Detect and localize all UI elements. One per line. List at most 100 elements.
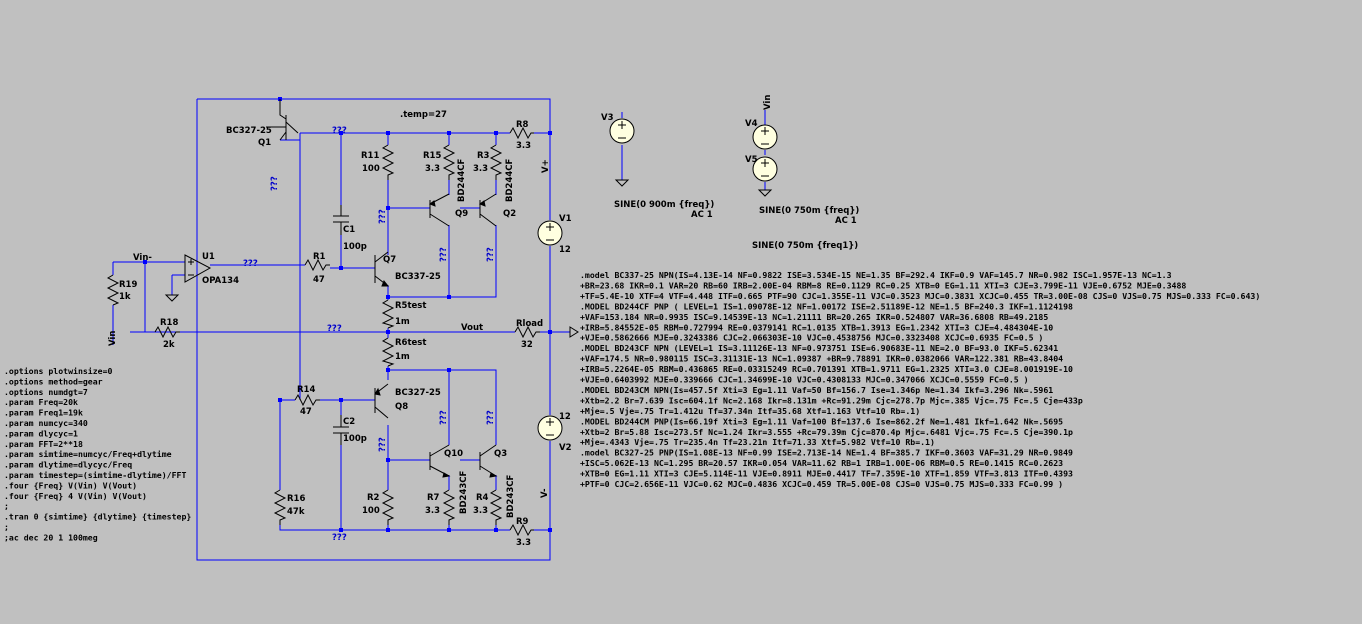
unknown-net-marker: ???	[378, 437, 388, 452]
model-directives: .model BC337-25 NPN(IS=4.13E-14 NF=0.982…	[580, 270, 1260, 489]
resistor-r19[interactable]	[106, 274, 120, 306]
model-line: .model BC327-25 PNP(IS=1.08E-13 NF=0.99 …	[580, 448, 1073, 458]
directive-line: ;ac dec 20 1 100meg	[4, 532, 98, 542]
r8-value: 3.3	[516, 141, 531, 151]
directive-line: .four {Freq} 4 V(Vin) V(Vout)	[4, 491, 147, 501]
directive-line: ;	[4, 501, 9, 511]
q3-label: Q3	[494, 449, 507, 459]
directive-line: .param dlytime=dlycyc/Freq	[4, 460, 132, 470]
transistor-q10[interactable]	[429, 444, 451, 478]
resistor-r5test[interactable]	[381, 299, 395, 329]
directive-line: ;	[4, 522, 9, 532]
q1-label: Q1	[258, 138, 271, 148]
directive-line: .options plotwinsize=0	[4, 366, 113, 376]
r5test-label: R5test	[395, 301, 426, 311]
net-vin-v4: Vin	[763, 95, 773, 110]
v3-value: SINE(0 900m {freq})	[614, 200, 714, 210]
model-line: +VJE=0.6403992 MJE=0.339666 CJC=1.34699E…	[580, 375, 1029, 385]
unknown-net-marker: ???	[486, 247, 496, 262]
transistor-q1[interactable]	[266, 99, 299, 141]
model-line: +IRB=5.2264E-05 RBM=0.436865 RE=0.033152…	[580, 364, 1073, 374]
temp-directive: .temp=27	[400, 110, 447, 120]
capacitor-c1[interactable]	[333, 205, 349, 235]
r5test-value: 1m	[395, 317, 410, 327]
c2-value: 100p	[343, 434, 367, 444]
resistor-r18[interactable]	[154, 325, 180, 339]
resistor-r16[interactable]	[273, 489, 287, 525]
resistor-r4[interactable]	[489, 489, 503, 525]
unknown-net-markers: ??? ??? ??? ??? ??? ??? ??? ??? ??? ??? …	[243, 126, 496, 543]
ground-symbols	[164, 179, 773, 302]
r14-value: 47	[300, 407, 312, 417]
model-line: +PTF=0 CJC=2.656E-11 VJC=0.62 MJC=0.4836…	[580, 479, 1063, 489]
q9-label: Q9	[455, 209, 468, 219]
r9-value: 3.3	[516, 538, 531, 548]
resistor-r14[interactable]	[294, 393, 320, 407]
resistor-r3[interactable]	[489, 144, 503, 180]
r19-label: R19	[119, 280, 137, 290]
model-line: +Xtb=2 Br=5.88 Isc=273.5f Nc=1.24 Ikr=3.…	[580, 427, 1073, 437]
resistor-r1[interactable]	[304, 258, 330, 272]
directive-line: .param Freq=20k	[4, 397, 78, 407]
r2-label: R2	[367, 493, 380, 503]
directive-line: .param numcyc=340	[4, 418, 88, 428]
model-line: +Xtb=2.2 Br=7.639 Isc=604.1f Nc=2.168 Ik…	[580, 395, 1083, 405]
q2-label: Q2	[503, 209, 516, 219]
resistor-r15[interactable]	[442, 144, 456, 180]
model-line: +VJE=0.5862666 MJE=0.3243386 CJC=2.06630…	[580, 333, 1043, 343]
model-line: .model BC337-25 NPN(IS=4.13E-14 NF=0.982…	[580, 270, 1172, 280]
resistor-r8[interactable]	[509, 126, 534, 140]
v2-label: V2	[559, 443, 572, 453]
model-line: +TF=5.4E-10 XTF=4 VTF=4.448 ITF=0.665 PT…	[580, 291, 1260, 301]
transistor-q3[interactable]	[479, 444, 498, 478]
v2-value: 12	[559, 412, 571, 422]
resistor-rload[interactable]	[514, 325, 540, 339]
r16-label: R16	[287, 494, 305, 504]
model-line: +BR=23.68 IKR=0.1 VAR=20 RB=60 IRB=2.00E…	[580, 280, 1186, 290]
r1-value: 47	[313, 275, 325, 285]
resistor-r7[interactable]	[442, 489, 456, 525]
model-line: +VAF=153.184 NR=0.9935 ISC=9.14539E-13 N…	[580, 312, 1048, 322]
r6test-label: R6test	[395, 338, 426, 348]
v3-ac-label: AC 1	[691, 210, 713, 220]
directive-line: .param simtime=numcyc/Freq+dlytime	[4, 449, 172, 459]
unknown-net-marker: ???	[439, 410, 449, 425]
source-v3[interactable]	[609, 118, 635, 144]
resistor-r11[interactable]	[381, 144, 395, 180]
unknown-net-marker: ???	[327, 324, 342, 334]
r7-value: 3.3	[425, 506, 440, 516]
transistor-q8[interactable]	[374, 383, 389, 419]
source-v4[interactable]	[752, 124, 778, 150]
net-vplus: V+	[541, 159, 551, 173]
capacitor-c2[interactable]	[333, 415, 349, 445]
transistor-q9[interactable]	[428, 193, 450, 227]
resistor-r6test[interactable]	[381, 337, 395, 367]
model-line: .MODEL BD244CF PNP ( LEVEL=1 IS=1.09078E…	[580, 301, 1073, 311]
unknown-net-marker: ???	[243, 259, 258, 269]
q8-model-label: BC327-25	[395, 388, 441, 398]
r18-label: R18	[160, 318, 178, 328]
model-line: +IRB=5.84552E-05 RBM=0.727994 RE=0.03791…	[580, 322, 1053, 332]
r3-value: 3.3	[473, 164, 488, 174]
transistor-q2[interactable]	[478, 193, 497, 227]
source-v2[interactable]	[537, 415, 563, 441]
unknown-net-marker: ???	[439, 247, 449, 262]
r4-value: 3.3	[473, 506, 488, 516]
q9-model-label: BD244CF	[457, 158, 467, 202]
directives-left: .options plotwinsize=0.options method=ge…	[4, 366, 191, 542]
directive-line: .param FFT=2**18	[4, 439, 83, 449]
v1-value: 12	[559, 245, 571, 255]
opamp-u1[interactable]	[184, 254, 230, 283]
c1-label: C1	[343, 225, 355, 235]
u1-model-label: OPA134	[202, 276, 239, 286]
resistor-r9[interactable]	[509, 523, 534, 537]
source-v1[interactable]	[537, 220, 563, 246]
resistor-r2[interactable]	[381, 489, 395, 525]
v3-label: V3	[601, 113, 614, 123]
directive-line: .four {Freq} V(Vin) V(Vout)	[4, 480, 137, 490]
r2-value: 100	[362, 506, 380, 516]
transistor-q7[interactable]	[374, 251, 390, 287]
source-v5[interactable]	[752, 156, 778, 182]
directive-line: .param dlycyc=1	[4, 428, 78, 438]
